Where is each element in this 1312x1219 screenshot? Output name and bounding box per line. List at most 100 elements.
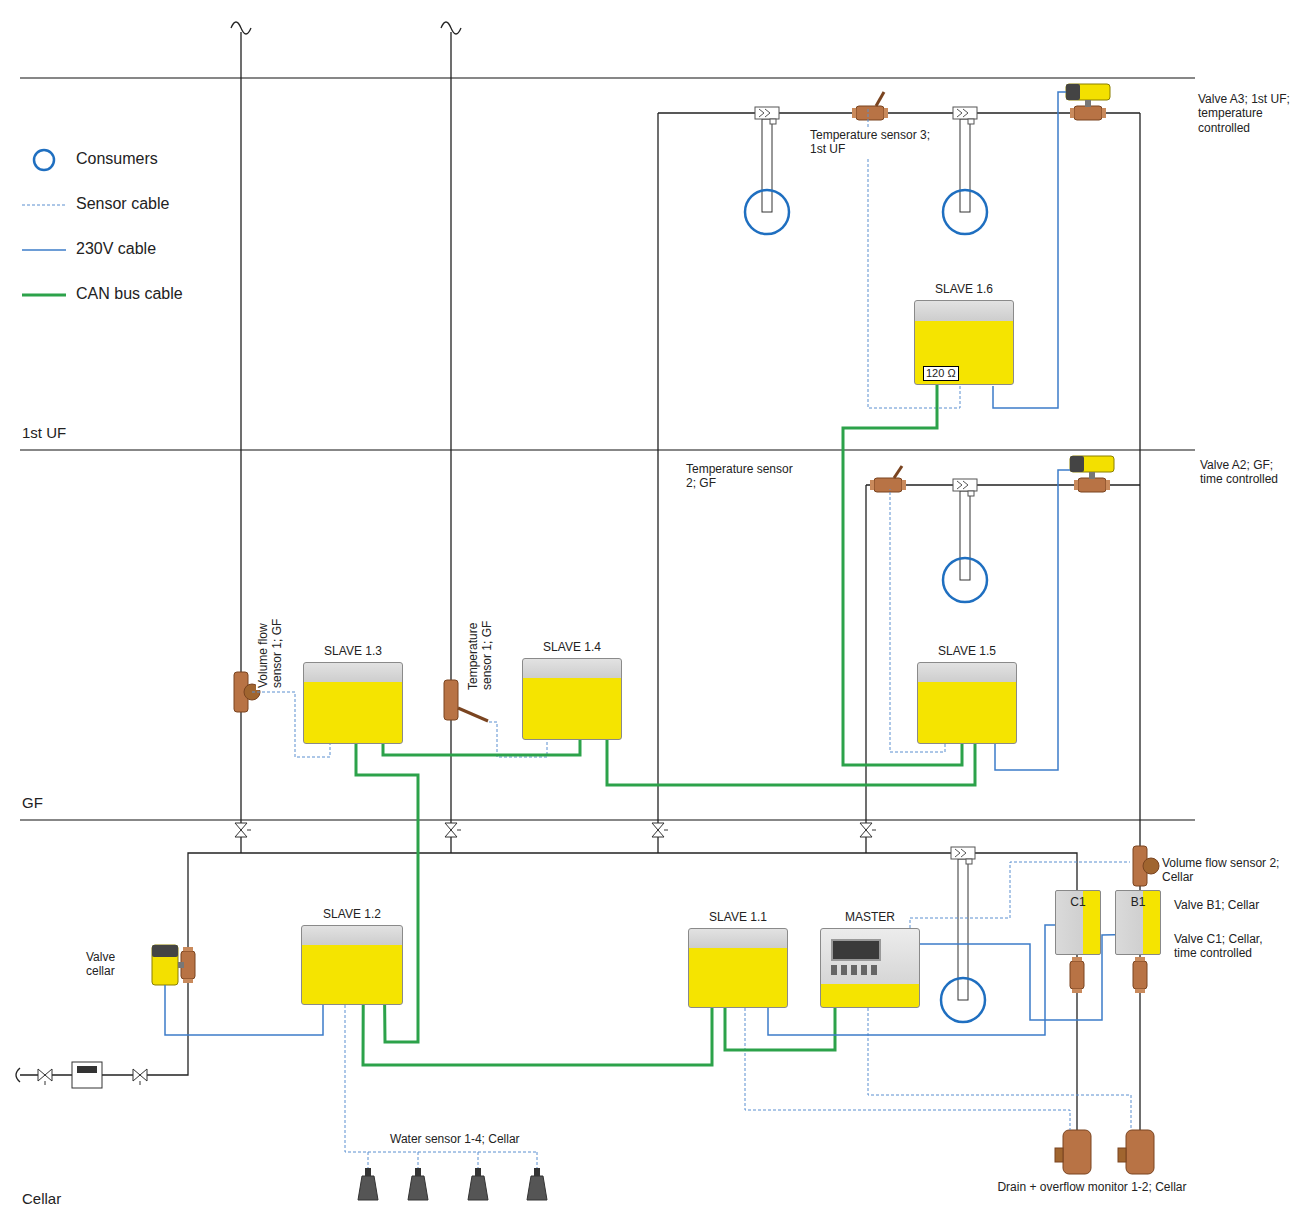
component-label: Valve C1; Cellar, time controlled	[1172, 932, 1276, 961]
motor-valve	[178, 962, 184, 968]
shutoff-valve	[38, 823, 876, 1085]
legend-entry: Sensor cable	[76, 195, 169, 213]
legend-sample	[34, 150, 54, 170]
floor-label: Cellar	[20, 1190, 63, 1208]
volume-flow-sensor	[1133, 846, 1159, 886]
shutoff-valve	[860, 823, 876, 837]
pipe	[231, 22, 461, 34]
control-unit: SLAVE 1.3	[303, 662, 403, 744]
floor-label: GF	[20, 794, 45, 812]
temperature-sensor	[444, 92, 906, 721]
floor-label: 1st UF	[20, 424, 68, 442]
water-meter	[72, 1062, 102, 1088]
floor-line	[20, 77, 1195, 78]
component-label: Valve B1; Cellar	[1172, 898, 1276, 912]
control-unit: SLAVE 1.1	[688, 928, 788, 1008]
shutoff-valve	[38, 1069, 52, 1085]
shutoff-valve	[235, 823, 251, 837]
control-unit: SLAVE 1.6120 Ω	[914, 300, 1014, 385]
sensor-cable	[745, 1008, 1070, 1130]
motor-valve	[152, 945, 178, 985]
power-cable	[22, 249, 66, 251]
component-label: Drain + overflow monitor 1-2; Cellar	[990, 1180, 1194, 1194]
display	[831, 939, 881, 961]
terminator-tag: 120 Ω	[923, 366, 959, 381]
sensor-cable	[868, 1008, 1131, 1130]
water-sensor	[358, 1168, 378, 1200]
temperature-sensor	[876, 92, 884, 106]
consumer	[943, 190, 987, 234]
valve-code: C1	[1056, 895, 1100, 909]
consumer-stub	[960, 491, 970, 580]
motor-valve	[152, 84, 1147, 993]
motor-valve	[1070, 106, 1106, 120]
temperature-sensor	[870, 478, 906, 492]
component-label: Valve A3; 1st UF; temperature controlled	[1196, 92, 1304, 135]
component-label: Temperature sensor 3; 1st UF	[808, 128, 940, 157]
consumer	[943, 558, 987, 602]
pipe	[241, 32, 1140, 1130]
shutoff-valve	[652, 823, 668, 837]
shutoff-valve	[445, 823, 461, 837]
consumer-stub	[762, 119, 772, 212]
can-bus-cable	[607, 740, 975, 785]
drain-overflow-monitor	[1055, 1130, 1154, 1174]
unit-name: SLAVE 1.5	[938, 644, 996, 658]
component-label: Volume flow sensor 2; Cellar	[1160, 856, 1310, 885]
can-bus-cable	[363, 1005, 712, 1065]
temperature-sensor	[444, 680, 458, 720]
unit-name: SLAVE 1.1	[709, 910, 767, 924]
unit-name: SLAVE 1.6	[935, 282, 993, 296]
motor-valve	[1074, 478, 1110, 492]
valve-code: B1	[1116, 895, 1160, 909]
legend-text: Consumers	[76, 150, 158, 167]
power-cable	[768, 925, 1055, 1035]
motor-valve	[1133, 957, 1147, 993]
water-sensor	[527, 1168, 547, 1200]
valve-actuator: C1	[1055, 890, 1101, 955]
circulation-fitting	[951, 847, 975, 864]
motor-valve	[1070, 456, 1114, 479]
component-label: Valve cellar	[84, 950, 148, 979]
water-sensor	[408, 1168, 428, 1200]
legend-entry: CAN bus cable	[76, 285, 183, 303]
pipe	[20, 113, 1140, 1130]
pipe	[16, 22, 1140, 1130]
unit-name: SLAVE 1.4	[543, 640, 601, 654]
unit-name: SLAVE 1.3	[324, 644, 382, 658]
component-label: Temperature sensor 1; GF	[466, 588, 495, 692]
legend-entry: Consumers	[76, 150, 158, 168]
drain-overflow-monitor	[1118, 1130, 1154, 1174]
consumer	[941, 978, 985, 1022]
water-sensor	[468, 1168, 488, 1200]
component-label: Volume flow sensor 1; GF	[256, 590, 285, 690]
temperature-sensor	[852, 106, 888, 120]
unit-name: SLAVE 1.2	[323, 907, 381, 921]
component-label: Water sensor 1-4; Cellar	[388, 1132, 552, 1146]
consumer-stub	[762, 119, 970, 1000]
component-label: Temperature sensor 2; GF	[684, 462, 800, 491]
power-cable	[165, 985, 323, 1035]
legend-text: Sensor cable	[76, 195, 169, 212]
master-unit: MASTER	[820, 928, 920, 1008]
legend-text: CAN bus cable	[76, 285, 183, 302]
consumer-stub	[960, 119, 970, 212]
legend-sample	[22, 294, 66, 297]
water-meter	[72, 1062, 102, 1088]
component-label: Valve A2; GF; time controlled	[1198, 458, 1298, 487]
floor-line	[20, 78, 1195, 820]
keypad	[831, 965, 877, 975]
legend-sample	[22, 150, 66, 295]
pipe	[16, 1068, 20, 1082]
motor-valve	[1066, 84, 1110, 107]
legend-text: 230V cable	[76, 240, 156, 257]
temperature-sensor	[894, 466, 902, 478]
motor-valve	[1070, 957, 1084, 993]
control-unit: SLAVE 1.4	[522, 658, 622, 740]
water-sensor	[358, 1168, 547, 1200]
circulation-fitting	[953, 479, 977, 496]
floor-line	[20, 449, 1195, 450]
